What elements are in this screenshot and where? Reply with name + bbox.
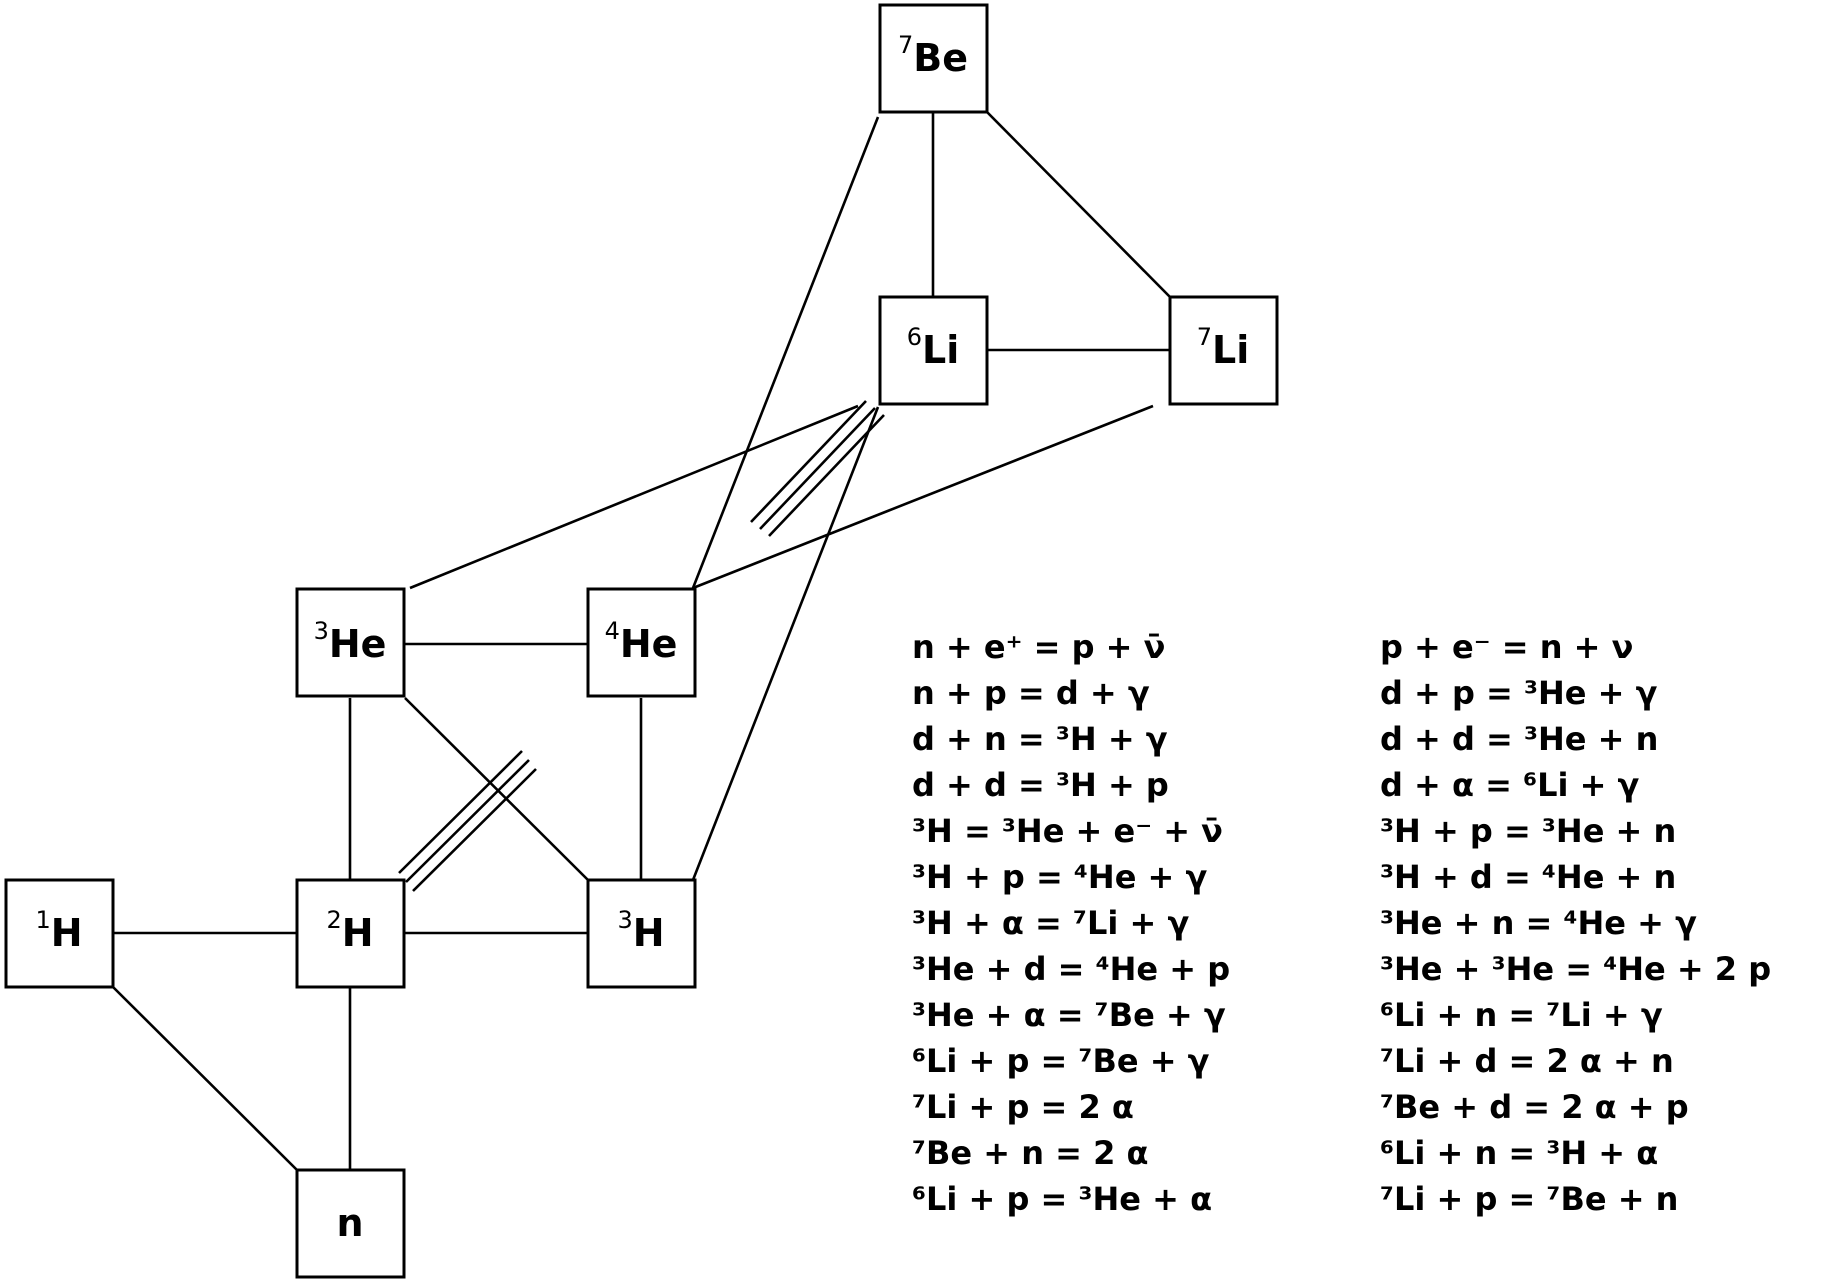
reaction: ³He + n = ⁴He + γ: [1380, 904, 1697, 942]
svg-text:2H: 2H: [326, 906, 373, 955]
reaction: ⁷Be + d = 2 α + p: [1380, 1088, 1689, 1126]
edge-he3-h3: [404, 697, 589, 881]
svg-text:3H: 3H: [617, 906, 664, 955]
reaction-list-left: n + e⁺ = p + ν̄ n + p = d + γ d + n = ³H…: [912, 624, 1230, 1222]
svg-text:n: n: [336, 1201, 363, 1245]
node-he4-mass-number: 4: [605, 617, 620, 645]
reaction: d + p = ³He + γ: [1380, 674, 1658, 712]
node-h2: 2H: [295, 878, 406, 989]
node-he3-mass-number: 3: [314, 617, 329, 645]
node-be7: 7Be: [878, 3, 989, 114]
reaction: ⁷Li + p = ⁷Be + n: [1380, 1180, 1679, 1218]
reaction: ³H + p = ³He + n: [1380, 812, 1677, 850]
edge-be7-he4: [691, 116, 880, 589]
reaction: d + d = ³H + p: [912, 766, 1169, 804]
node-n-symbol: n: [336, 1201, 363, 1245]
reaction: ⁷Li + d = 2 α + n: [1380, 1042, 1674, 1080]
reaction: p + e⁻ = n + ν: [1380, 628, 1634, 666]
triple-line-li6-he4: [750, 400, 885, 537]
node-h3-mass-number: 3: [617, 906, 632, 934]
node-he3-symbol: He: [329, 622, 387, 666]
svg-text:7Li: 7Li: [1197, 323, 1250, 372]
svg-text:3He: 3He: [314, 617, 387, 666]
edge-h1-n: [112, 986, 298, 1171]
node-h3-symbol: H: [633, 911, 665, 955]
reaction: ⁷Li + p = 2 α: [912, 1088, 1134, 1126]
node-li7-symbol: Li: [1212, 328, 1249, 372]
edge-li7-he4: [692, 404, 1154, 590]
node-be7-mass-number: 7: [898, 31, 913, 59]
svg-text:6Li: 6Li: [907, 323, 960, 372]
edge-li6-he3: [409, 404, 859, 590]
reaction: ³He + ³He = ⁴He + 2 p: [1380, 950, 1772, 988]
reaction: d + n = ³H + γ: [912, 720, 1168, 758]
node-n: n: [295, 1168, 406, 1279]
node-li6-symbol: Li: [922, 328, 959, 372]
svg-text:7Be: 7Be: [898, 31, 968, 80]
node-he3: 3He: [295, 587, 406, 698]
node-h2-symbol: H: [342, 911, 374, 955]
reaction: d + d = ³He + n: [1380, 720, 1659, 758]
reaction: ³H + α = ⁷Li + γ: [912, 904, 1190, 942]
triple-line-h2-he4: [398, 750, 537, 892]
reaction: n + p = d + γ: [912, 674, 1150, 712]
svg-text:1H: 1H: [35, 906, 82, 955]
reaction: ³H + d = ⁴He + n: [1380, 858, 1677, 896]
node-h1-symbol: H: [51, 911, 83, 955]
reaction: ³H = ³He + e⁻ + ν̄: [912, 812, 1223, 850]
reaction: n + e⁺ = p + ν̄: [912, 628, 1166, 666]
node-h2-mass-number: 2: [326, 906, 341, 934]
node-h3: 3H: [586, 878, 697, 989]
node-li7: 7Li: [1168, 295, 1279, 406]
edge-be7-li7: [986, 111, 1171, 298]
node-be7-symbol: Be: [913, 36, 968, 80]
reaction: ⁷Be + n = 2 α: [912, 1134, 1149, 1172]
reaction: ³H + p = ⁴He + γ: [912, 858, 1208, 896]
reaction: ⁶Li + n = ³H + α: [1380, 1134, 1659, 1172]
svg-text:4He: 4He: [605, 617, 678, 666]
node-li7-mass-number: 7: [1197, 323, 1212, 351]
reaction-list-right: p + e⁻ = n + ν d + p = ³He + γ d + d = ³…: [1380, 624, 1771, 1222]
reaction: ³He + α = ⁷Be + γ: [912, 996, 1226, 1034]
edge-li6-h3: [691, 406, 880, 881]
node-he4-symbol: He: [620, 622, 678, 666]
reaction: ⁶Li + p = ³He + α: [912, 1180, 1213, 1218]
node-li6: 6Li: [878, 295, 989, 406]
reaction: d + α = ⁶Li + γ: [1380, 766, 1640, 804]
node-li6-mass-number: 6: [907, 323, 922, 351]
node-h1-mass-number: 1: [35, 906, 50, 934]
node-h1: 1H: [4, 878, 115, 989]
reaction: ⁶Li + n = ⁷Li + γ: [1380, 996, 1663, 1034]
reaction: ⁶Li + p = ⁷Be + γ: [912, 1042, 1210, 1080]
edges: [112, 111, 1171, 1171]
node-he4: 4He: [586, 587, 697, 698]
reaction: ³He + d = ⁴He + p: [912, 950, 1231, 988]
